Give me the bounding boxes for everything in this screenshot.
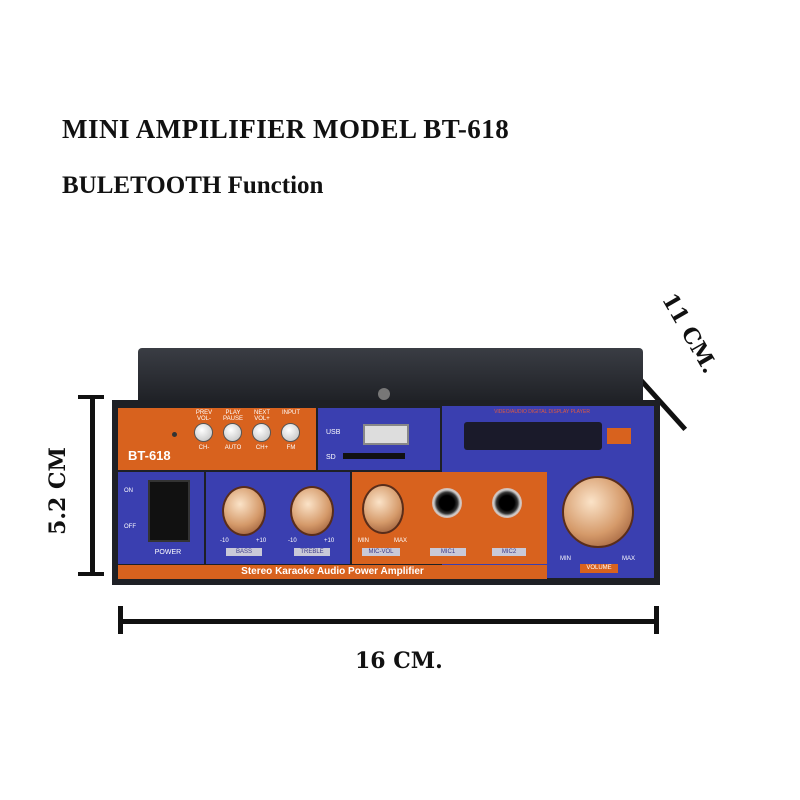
bass-min: -10 [220, 538, 229, 544]
model-label: BT-618 [128, 448, 171, 463]
height-cap-bottom [78, 572, 104, 576]
width-label: 16 CM. [355, 648, 443, 674]
screw-icon [378, 388, 390, 400]
led-icon [172, 432, 177, 437]
display-title: VIDEO/AUDIO DIGITAL DISPLAY PLAYER [494, 409, 590, 415]
volume-label: VOLUME [580, 564, 618, 573]
power-switch[interactable] [148, 480, 190, 542]
mic-panel: MIN MAX MIC-VOL MIC1 MIC2 [352, 472, 547, 564]
mic1-label: MIC1 [430, 548, 466, 556]
prev-button[interactable] [194, 423, 213, 442]
mic-vol-label: MIC-VOL [362, 548, 400, 556]
subtitle: BULETOOTH Function [62, 172, 324, 199]
tone-panel: -10 +10 -10 +10 BASS TREBLE [206, 472, 350, 564]
treble-knob[interactable] [290, 486, 334, 536]
bass-max: +10 [256, 538, 267, 544]
play-pause-button[interactable] [223, 423, 242, 442]
bass-knob[interactable] [222, 486, 266, 536]
power-label: POWER [154, 549, 182, 556]
off-label: OFF [124, 524, 136, 530]
volume-knob[interactable] [562, 476, 634, 548]
next-button-group: NEXT VOL+CH+ [252, 410, 271, 451]
treble-min: -10 [288, 538, 297, 544]
height-cap-top [78, 395, 104, 399]
display-badge [607, 428, 631, 444]
treble-max: +10 [324, 538, 335, 544]
next-button[interactable] [252, 423, 271, 442]
height-line [90, 395, 95, 575]
sd-label: SD [326, 454, 336, 461]
mic1-jack[interactable] [432, 488, 462, 518]
mic-vol-knob[interactable] [362, 484, 404, 534]
title: MINI AMPILIFIER MODEL BT-618 [62, 114, 510, 144]
sd-slot[interactable] [343, 453, 405, 459]
usb-label: USB [326, 429, 341, 436]
mic-vol-max: MAX [394, 538, 408, 544]
input-button[interactable] [281, 423, 300, 442]
treble-label: TREBLE [294, 548, 330, 556]
width-cap-right [654, 606, 659, 634]
volume-min: MIN [560, 556, 571, 562]
mic2-label: MIC2 [492, 548, 526, 556]
power-panel: ON OFF POWER [118, 472, 204, 564]
volume-max: MAX [622, 556, 636, 562]
width-line [120, 619, 658, 624]
width-cap-left [118, 606, 123, 634]
device-top [138, 348, 643, 403]
prev-button-group: PREV VOL-CH- [194, 410, 213, 451]
usb-port[interactable] [363, 424, 409, 445]
height-label: 5.2 CM [45, 447, 71, 535]
media-panel: USB SD [318, 408, 440, 470]
digital-display [464, 422, 602, 450]
mic-vol-min: MIN [358, 538, 369, 544]
mic2-jack[interactable] [492, 488, 522, 518]
depth-label: 11 CM. [656, 288, 723, 378]
on-label: ON [124, 488, 133, 494]
banner: Stereo Karaoke Audio Power Amplifier [118, 565, 547, 579]
bass-label: BASS [226, 548, 262, 556]
